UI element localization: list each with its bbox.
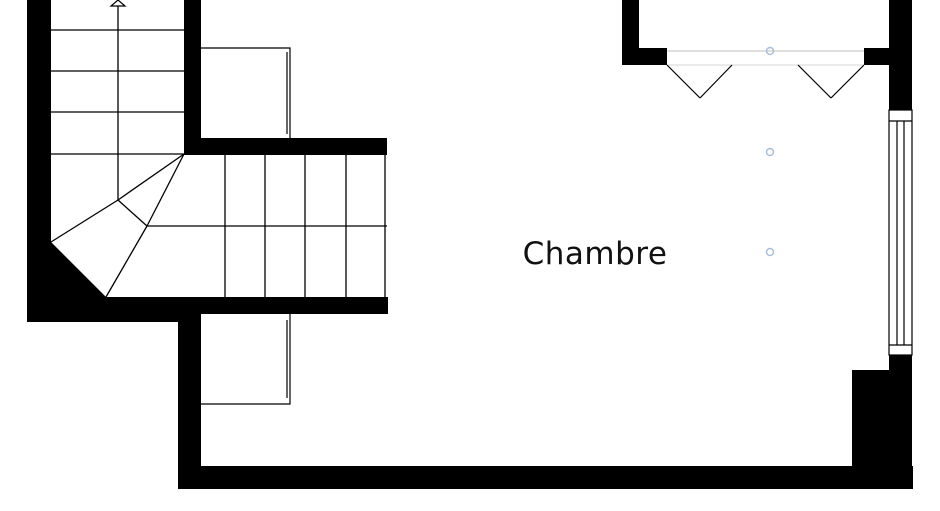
wall-left-outer: [27, 0, 51, 322]
stair-winder: [105, 225, 148, 298]
wall-stair-corner: [51, 242, 106, 297]
staircase: [50, 2, 387, 298]
stair-winder: [117, 199, 148, 227]
light-fixture-icon: [765, 247, 775, 257]
window-right: [888, 109, 913, 356]
closet-upper: [201, 47, 291, 138]
walls: [27, 0, 913, 489]
room-label: Chambre: [522, 236, 668, 272]
closet-lower: [201, 314, 291, 405]
window-frame: [888, 109, 913, 356]
wall-lower-left: [178, 314, 201, 489]
wall-corner-pillar: [852, 370, 912, 489]
wall-right-upper: [889, 0, 912, 110]
wall-stair-divider: [184, 0, 201, 155]
wall-bottom: [178, 466, 913, 489]
door-leaf-left: [666, 64, 701, 99]
closet-panels: [201, 47, 291, 405]
door-leaf-right-swing: [830, 64, 865, 99]
wall-stair-top: [184, 138, 387, 155]
stair-winder: [117, 153, 185, 201]
wall-bay-left-return: [622, 48, 667, 65]
stair-winder: [50, 199, 119, 243]
door-leaf-left-swing: [699, 64, 733, 99]
bay-doors: [666, 50, 865, 99]
light-fixture-icon: [765, 147, 775, 157]
stair-winder: [146, 153, 185, 227]
door-leaf-right: [797, 64, 832, 99]
up-arrow-icon: [109, 0, 127, 7]
fixtures: [765, 46, 775, 257]
light-fixture-icon: [765, 46, 775, 56]
wall-stair-bottom-left: [27, 297, 201, 322]
